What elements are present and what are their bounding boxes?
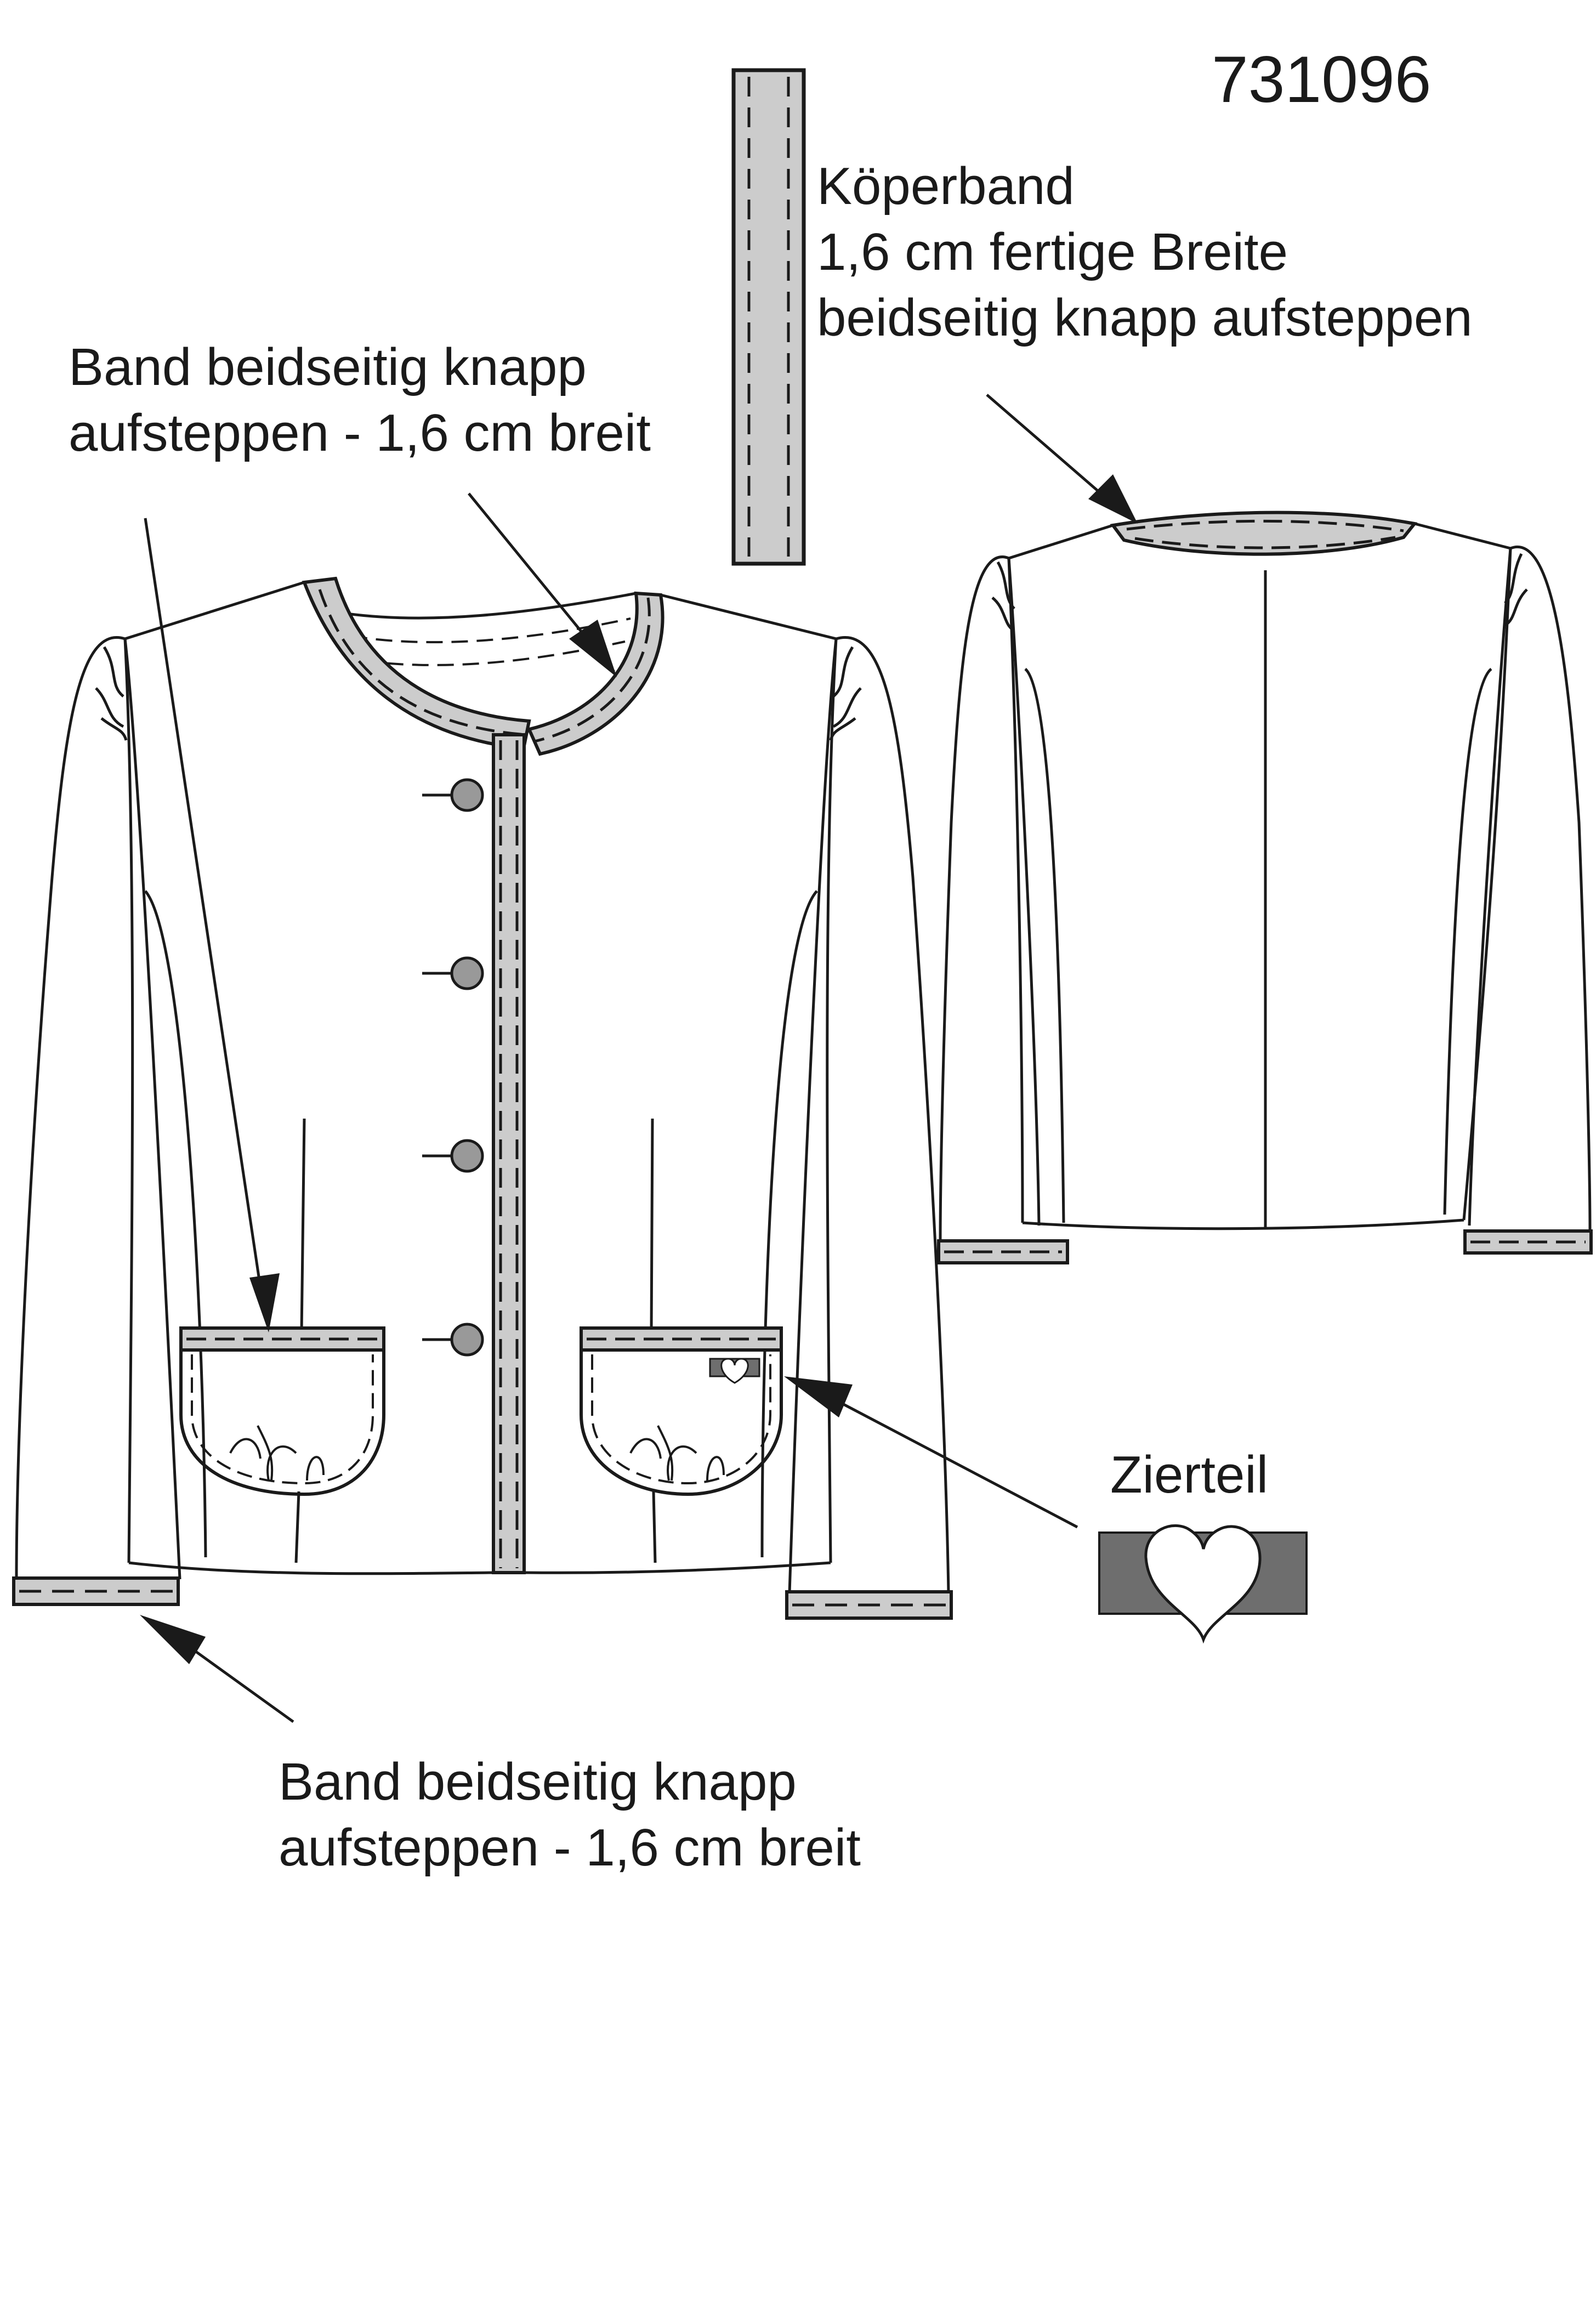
zierteil-label: Zierteil (1110, 1445, 1269, 1504)
front-left-sleeve (12, 636, 207, 1606)
koeperband-label-line1: Köperband (817, 157, 1075, 215)
zierteil-ornament (1098, 1524, 1308, 1644)
front-neckline-tape (302, 576, 664, 756)
arrow-to-left-pocket (144, 518, 266, 1314)
front-right-pocket (580, 1326, 783, 1496)
koeperband-label-line3: beidseitig knapp aufsteppen (817, 288, 1473, 347)
jacket-back-view (937, 510, 1593, 1264)
koeperband-label-line2: 1,6 cm fertige Breite (817, 223, 1288, 281)
band-top-label-line1: Band beidseitig knapp (69, 338, 587, 396)
band-top-label-line2: aufsteppen - 1,6 cm breit (69, 404, 651, 462)
band-bottom-label-line2: aufsteppen - 1,6 cm breit (279, 1818, 861, 1877)
annotation-arrows (140, 394, 1138, 1723)
jacket-front-view (12, 576, 953, 1620)
pocket-ornament (709, 1358, 760, 1384)
front-left-pocket (179, 1326, 385, 1496)
pattern-number: 731096 (1212, 43, 1432, 116)
button-1 (422, 778, 484, 812)
front-right-sleeve (760, 636, 953, 1620)
front-buttons (422, 778, 484, 1357)
arrow-to-pocket-ornament (805, 1383, 1078, 1529)
button-3 (422, 1139, 484, 1173)
koeperband-label: Köperband 1,6 cm fertige Breite beidseit… (817, 154, 1473, 351)
button-2 (422, 956, 484, 990)
band-bottom-label-line1: Band beidseitig knapp (279, 1752, 797, 1811)
front-body (123, 581, 838, 1575)
band-top-label: Band beidseitig knapp aufsteppen - 1,6 c… (69, 334, 651, 466)
back-neckline (342, 592, 637, 620)
center-front-placket (492, 733, 526, 1574)
tape-sample (731, 68, 806, 566)
button-4 (422, 1323, 484, 1357)
band-bottom-label: Band beidseitig knapp aufsteppen - 1,6 c… (279, 1749, 861, 1881)
